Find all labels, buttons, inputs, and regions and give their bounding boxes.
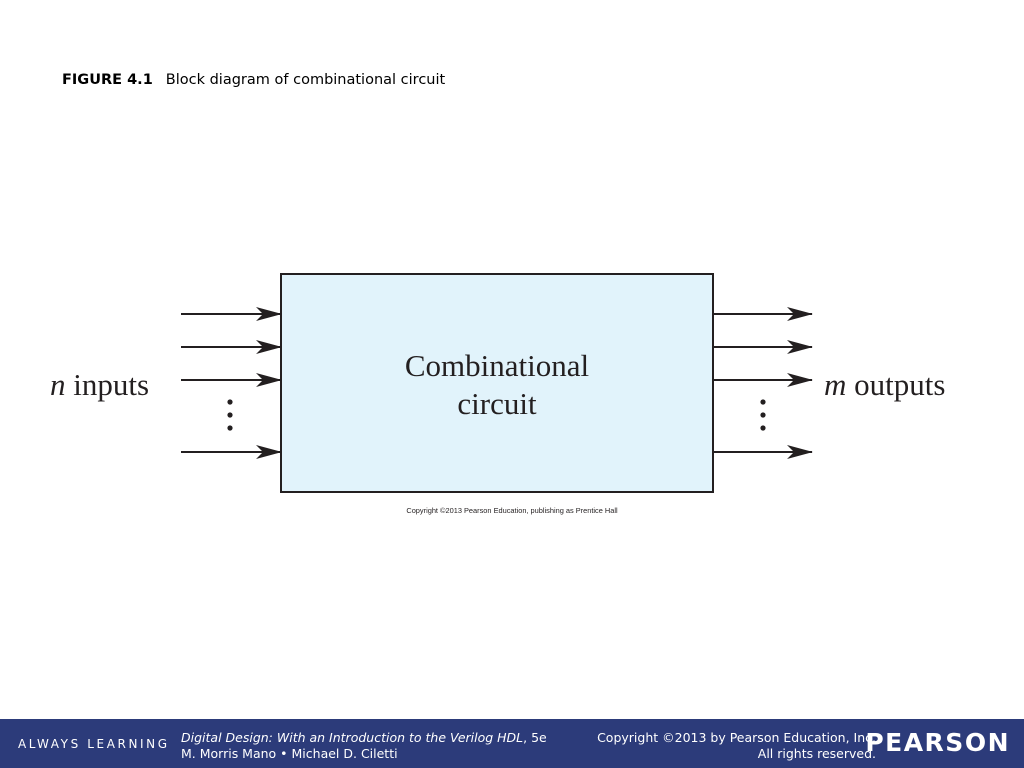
pearson-logo: PEARSON xyxy=(865,728,1010,757)
inputs-label: n inputs xyxy=(50,367,149,402)
inputs-var: n xyxy=(50,367,66,402)
book-edition: , 5e xyxy=(523,730,547,745)
figure-caption: FIGURE 4.1 Block diagram of combinational… xyxy=(62,72,445,88)
combinational-circuit-block xyxy=(280,273,714,493)
footer-rights: All rights reserved. xyxy=(757,746,876,761)
output-ellipsis xyxy=(760,399,766,431)
figure-title: Block diagram of combinational circuit xyxy=(165,72,446,88)
footer-copyright: Copyright ©2013 by Pearson Education, In… xyxy=(597,730,876,745)
outputs-word: outputs xyxy=(846,367,945,402)
inputs-word: inputs xyxy=(66,367,150,402)
footer-bar: ALWAYS LEARNING Digital Design: With an … xyxy=(0,719,1024,768)
block-diagram: Combinational circuit n inputs m outputs… xyxy=(50,273,945,515)
block-label-line2: circuit xyxy=(457,386,537,421)
block-label-line1: Combinational xyxy=(405,348,589,383)
figure-number: FIGURE 4.1 xyxy=(62,72,153,88)
image-copyright: Copyright ©2013 Pearson Education, publi… xyxy=(406,506,618,515)
outputs-var: m xyxy=(824,367,846,402)
footer-authors: M. Morris Mano • Michael D. Ciletti xyxy=(181,746,398,761)
input-ellipsis xyxy=(227,399,233,431)
footer-book-title: Digital Design: With an Introduction to … xyxy=(181,730,547,745)
footer-tagline: ALWAYS LEARNING xyxy=(18,737,170,751)
book-title-text: Digital Design: With an Introduction to … xyxy=(181,730,524,745)
outputs-label: m outputs xyxy=(824,367,945,402)
